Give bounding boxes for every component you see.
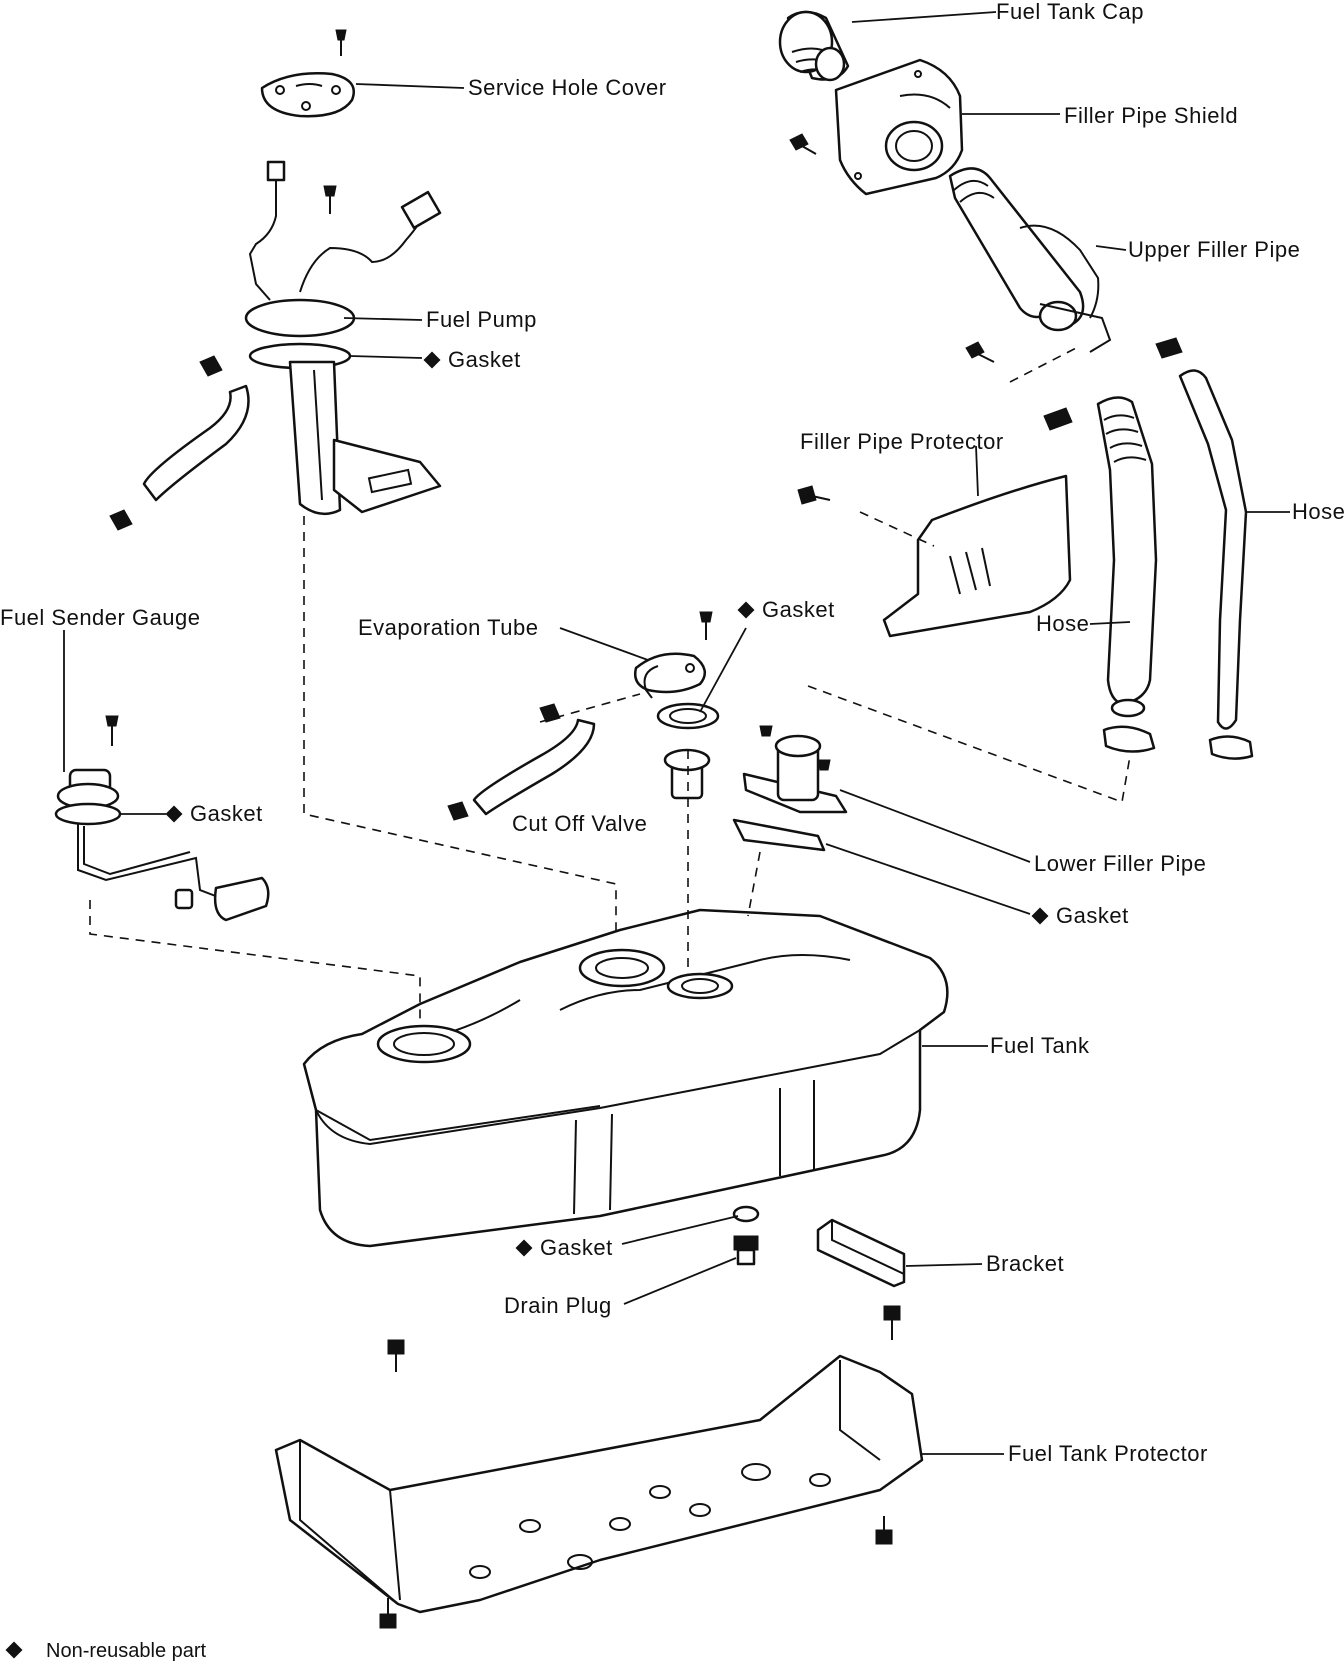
label-evaporation-tube: Evaporation Tube <box>358 615 539 640</box>
fuel-tank-protector-part <box>274 1354 924 1614</box>
drain-gasket-ring <box>732 1205 760 1223</box>
non-reusable-icon <box>515 1239 533 1257</box>
hose-mid-part <box>1043 396 1158 753</box>
protector-left-bolt <box>387 1339 405 1372</box>
fuel-pump-part <box>244 160 442 516</box>
drain-plug-part <box>733 1235 759 1266</box>
label-fuel-pump: Fuel Pump <box>426 307 537 332</box>
fuel-sender-gauge-part <box>54 768 270 922</box>
fuel-tank-cap-part <box>778 10 850 82</box>
non-reusable-icon <box>737 601 755 619</box>
bracket-part <box>816 1218 906 1288</box>
label-gasket-lower-filler: Gasket <box>1031 904 1129 928</box>
evap-hose-part <box>447 703 596 821</box>
non-reusable-icon <box>5 1641 23 1659</box>
label-bracket: Bracket <box>986 1251 1065 1276</box>
pump-screw <box>323 185 337 214</box>
cut-off-valve-part <box>663 748 711 800</box>
shield-bolt <box>789 133 817 155</box>
fuel-tank-part <box>302 908 949 1248</box>
label-gasket-evap: Gasket <box>737 598 835 622</box>
upper-pipe-bolt <box>965 341 995 363</box>
evap-screw <box>699 611 713 640</box>
label-filler-pipe-shield: Filler Pipe Shield <box>1064 103 1239 128</box>
label-fuel-tank-protector: Fuel Tank Protector <box>1008 1441 1208 1466</box>
service-screw <box>335 29 347 56</box>
hose-right-part <box>1155 337 1254 760</box>
label-fuel-tank-cap: Fuel Tank Cap <box>996 0 1144 24</box>
label-fuel-sender-gauge: Fuel Sender Gauge <box>0 605 201 630</box>
label-hose-mid: Hose <box>1036 611 1090 636</box>
label-fuel-tank: Fuel Tank <box>990 1033 1090 1058</box>
legend: Non-reusable part <box>5 1640 207 1663</box>
lower-filler-pipe-part <box>742 725 848 814</box>
non-reusable-icon <box>165 805 183 823</box>
label-drain-plug: Drain Plug <box>504 1293 612 1318</box>
filler-pipe-shield-part <box>834 58 964 196</box>
label-lower-filler-pipe: Lower Filler Pipe <box>1034 851 1207 876</box>
bracket-bolt <box>883 1305 901 1340</box>
service-hole-cover-part <box>260 72 355 118</box>
upper-filler-pipe-part <box>948 167 1112 353</box>
non-reusable-icon <box>1031 907 1049 925</box>
label-filler-pipe-protector: Filler Pipe Protector <box>800 429 1004 454</box>
protector-bottom-bolts <box>379 1516 893 1629</box>
label-gasket-pump: Gasket <box>423 348 521 372</box>
filler-pipe-protector-part <box>882 474 1072 638</box>
leader-lines <box>63 11 1290 1455</box>
label-service-hole-cover: Service Hole Cover <box>468 75 667 100</box>
protector-bolt <box>797 485 831 505</box>
label-cut-off-valve: Cut Off Valve <box>512 811 648 836</box>
lower-filler-gasket <box>732 818 826 852</box>
assembly-lines <box>89 345 1131 1026</box>
legend-text: Non-reusable part <box>46 1640 207 1662</box>
evaporation-tube-part <box>634 652 707 699</box>
label-gasket-drain: Gasket <box>515 1236 613 1260</box>
sender-screw <box>105 715 119 746</box>
evap-gasket-ring <box>656 702 720 730</box>
non-reusable-icon <box>423 351 441 369</box>
pump-hose-part <box>109 355 250 531</box>
label-upper-filler-pipe: Upper Filler Pipe <box>1128 237 1301 262</box>
label-hose-right: Hose <box>1292 499 1344 524</box>
label-gasket-sender: Gasket <box>165 802 263 826</box>
